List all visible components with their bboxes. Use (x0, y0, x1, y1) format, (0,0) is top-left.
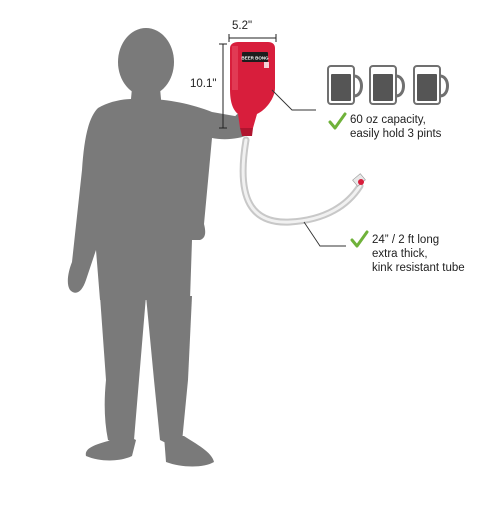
pint-mug-icon (413, 65, 449, 105)
funnel: BEER BONG (230, 42, 275, 136)
person-silhouette (67, 28, 254, 467)
tube-callout: 24” / 2 ft long extra thick, kink resist… (372, 233, 465, 275)
check-icon (328, 112, 347, 130)
tube-callout-line2: extra thick, (372, 248, 428, 260)
tube-callout-line3: kink resistant tube (372, 262, 465, 274)
pint-mug-icon (327, 65, 363, 105)
capacity-callout: 60 oz capacity, easily hold 3 pints (350, 113, 441, 141)
pint-mug-icon (369, 65, 405, 105)
tube-callout-line (303, 221, 346, 247)
funnel-logo: BEER BONG (241, 56, 269, 61)
capacity-callout-line2: easily hold 3 pints (350, 128, 442, 140)
height-dimension (219, 43, 227, 129)
width-label: 5.2" (232, 20, 253, 32)
width-dimension (228, 34, 277, 42)
tube-callout-line1: 24” / 2 ft long (372, 234, 440, 246)
tube (239, 136, 366, 226)
capacity-callout-line (271, 89, 316, 111)
capacity-callout-line1: 60 oz capacity, (350, 114, 426, 126)
height-label: 10.1" (190, 78, 217, 90)
check-icon (350, 230, 369, 248)
